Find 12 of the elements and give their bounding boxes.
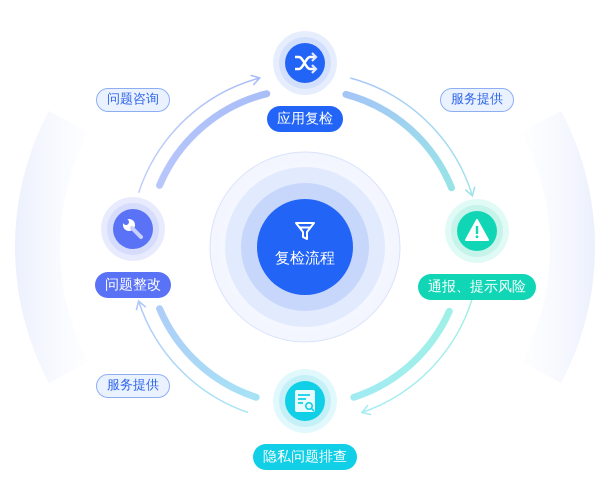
flow-arrow — [350, 77, 476, 197]
edge-label: 服务提供 — [96, 374, 170, 398]
center-title: 复检流程 — [275, 249, 335, 268]
step-label: 应用复检 — [267, 106, 343, 132]
step-label: 通报、提示风险 — [418, 274, 536, 300]
flow-arrow — [361, 298, 474, 415]
flow-arrow — [138, 75, 260, 194]
step-label: 问题整改 — [95, 272, 171, 298]
step-label: 隐私问题排查 — [253, 444, 357, 470]
edge-label: 服务提供 — [440, 88, 514, 112]
flow-arrow — [136, 300, 248, 414]
edge-label: 问题咨询 — [96, 88, 170, 112]
